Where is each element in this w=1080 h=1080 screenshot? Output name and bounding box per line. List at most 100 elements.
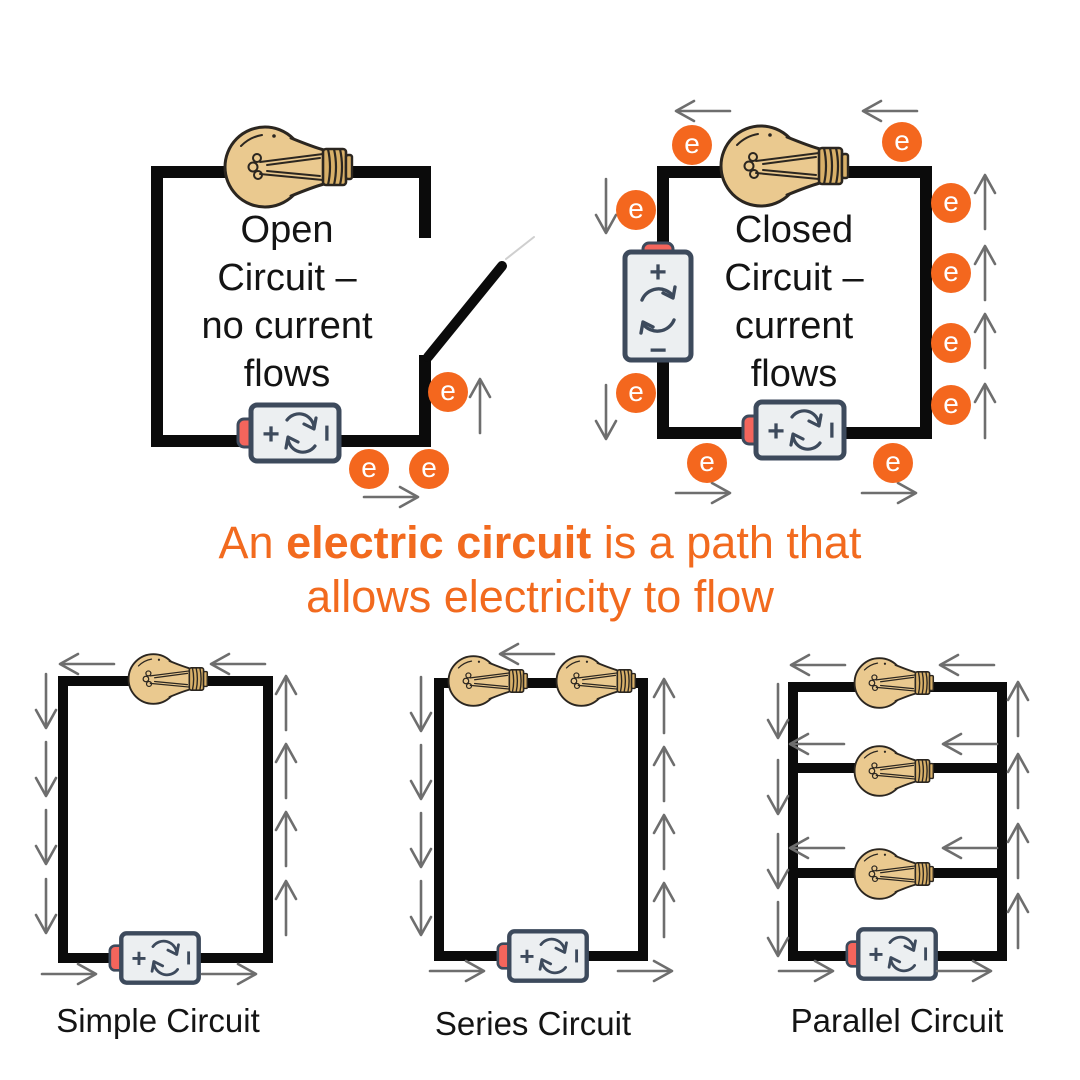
arrow-up-icon: [1006, 892, 1030, 950]
light-bulb-icon: [853, 657, 935, 709]
arrow-down-icon: [409, 675, 433, 733]
parallel-circuit-diagram: + −: [766, 653, 1030, 983]
light-bulb-icon: [719, 124, 850, 208]
battery-plus-mark: +: [868, 939, 883, 969]
arrow-left-icon: [58, 652, 116, 676]
battery-plus-mark: +: [519, 941, 534, 971]
arrow-up-icon: [1006, 752, 1030, 810]
arrow-up-icon: [274, 742, 298, 800]
electron-badge: e: [349, 449, 389, 489]
arrow-up-icon: [274, 674, 298, 732]
circuit-wire: [434, 678, 648, 961]
arrow-left-icon: [498, 642, 556, 666]
arrow-right-icon: [362, 485, 420, 509]
switch-contact-ghost: [505, 236, 535, 260]
light-bulb-icon: [853, 745, 935, 797]
electron-badge: e: [687, 443, 727, 483]
series-circuit-label: Series Circuit: [434, 1005, 632, 1042]
arrow-down-icon: [594, 383, 618, 441]
arrow-down-icon: [409, 879, 433, 937]
arrow-up-icon: [973, 312, 997, 370]
battery-plus-mark: +: [131, 943, 146, 973]
arrow-up-icon: [652, 881, 676, 939]
arrow-left-icon: [674, 99, 732, 123]
arrow-down-icon: [34, 740, 58, 798]
electron-badge: e: [616, 373, 656, 413]
arrow-down-icon: [409, 743, 433, 801]
arrow-left-icon: [209, 652, 267, 676]
electron-badge: e: [409, 449, 449, 489]
arrow-left-icon: [788, 732, 846, 756]
electron-badge: e: [931, 183, 971, 223]
simple-circuit-diagram: + −: [34, 652, 298, 986]
electron-badge: e: [931, 385, 971, 425]
arrow-left-icon: [788, 836, 846, 860]
light-bulb-icon: [127, 653, 209, 705]
arrow-up-icon: [973, 382, 997, 440]
arrow-right-icon: [674, 481, 732, 505]
parallel-circuit-label: Parallel Circuit: [790, 1002, 1004, 1039]
electron-badge: e: [882, 122, 922, 162]
arrow-right-icon: [616, 959, 674, 983]
switch-lever: [423, 261, 507, 362]
circuit-wire: [788, 682, 1007, 961]
arrow-up-icon: [1006, 822, 1030, 880]
arrow-up-icon: [274, 879, 298, 937]
arrow-up-icon: [652, 745, 676, 803]
electron-badge: e: [931, 323, 971, 363]
arrow-down-icon: [766, 832, 790, 890]
closed-circuit-title: Closed Circuit – current flows: [724, 209, 864, 395]
arrow-right-icon: [200, 962, 258, 986]
arrow-left-icon: [941, 836, 999, 860]
arrow-right-icon: [40, 962, 98, 986]
electron-badge: e: [873, 443, 913, 483]
arrow-down-icon: [766, 900, 790, 958]
electron-badge: e: [931, 253, 971, 293]
arrow-left-icon: [861, 99, 919, 123]
caption-prefix: An: [218, 517, 287, 568]
closed-circuit-diagram: + − + −: [594, 99, 997, 505]
arrow-down-icon: [409, 811, 433, 869]
light-bulb-icon: [853, 848, 935, 900]
arrow-down-icon: [34, 877, 58, 935]
arrow-right-icon: [777, 959, 835, 983]
arrow-up-icon: [1006, 680, 1030, 738]
arrow-up-icon: [652, 813, 676, 871]
battery-minus-mark: −: [815, 421, 848, 439]
arrow-right-icon: [935, 959, 993, 983]
battery-minus-mark: −: [911, 946, 941, 961]
arrow-up-icon: [973, 173, 997, 231]
arrow-down-icon: [766, 758, 790, 816]
caption: An electric circuit is a path that allow…: [0, 516, 1080, 624]
arrow-up-icon: [973, 244, 997, 302]
battery-minus-mark: −: [174, 950, 204, 965]
arrow-down-icon: [766, 682, 790, 740]
caption-bold: electric circuit: [286, 517, 592, 568]
arrow-right-icon: [860, 481, 918, 505]
arrow-left-icon: [938, 653, 996, 677]
simple-circuit-label: Simple Circuit: [56, 1002, 260, 1039]
battery-plus-mark: +: [767, 415, 785, 448]
arrow-left-icon: [941, 732, 999, 756]
arrow-left-icon: [789, 653, 847, 677]
caption-suffix: is a path that allows electricity to flo…: [306, 517, 862, 622]
series-circuit-diagram: + −: [409, 642, 676, 983]
electron-badge: e: [672, 125, 712, 165]
electron-badge: e: [428, 372, 468, 412]
open-circuit-diagram: + −: [151, 125, 535, 509]
battery-plus-mark: +: [262, 418, 280, 451]
arrow-right-icon: [428, 959, 486, 983]
battery-minus-mark: −: [310, 424, 343, 442]
battery-minus-mark: −: [562, 948, 592, 963]
arrow-down-icon: [34, 808, 58, 866]
arrow-up-icon: [652, 677, 676, 735]
light-bulb-icon: [223, 125, 354, 209]
arrow-up-icon: [468, 377, 492, 435]
battery-minus-mark: −: [649, 334, 667, 367]
electron-badge: e: [616, 190, 656, 230]
circuit-wire: [58, 676, 273, 963]
light-bulb-icon: [555, 655, 637, 707]
battery-plus-mark: +: [649, 256, 667, 289]
open-circuit-title: Open Circuit – no current flows: [201, 209, 373, 395]
